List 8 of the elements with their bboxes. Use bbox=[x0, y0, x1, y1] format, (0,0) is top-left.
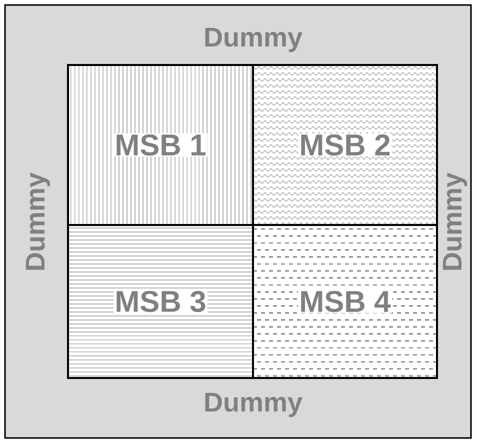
side-label: Dummy bbox=[442, 172, 468, 270]
pattern-box: MSB 1 bbox=[67, 64, 254, 226]
pattern-box: MSB 2 bbox=[252, 64, 438, 226]
side-label: Dummy bbox=[205, 392, 302, 418]
side-label: Dummy bbox=[26, 172, 50, 270]
pattern-box: MSB 3 bbox=[67, 224, 254, 379]
side-label: Dummy bbox=[205, 28, 302, 52]
pattern-box: MSB 4 bbox=[252, 224, 438, 379]
